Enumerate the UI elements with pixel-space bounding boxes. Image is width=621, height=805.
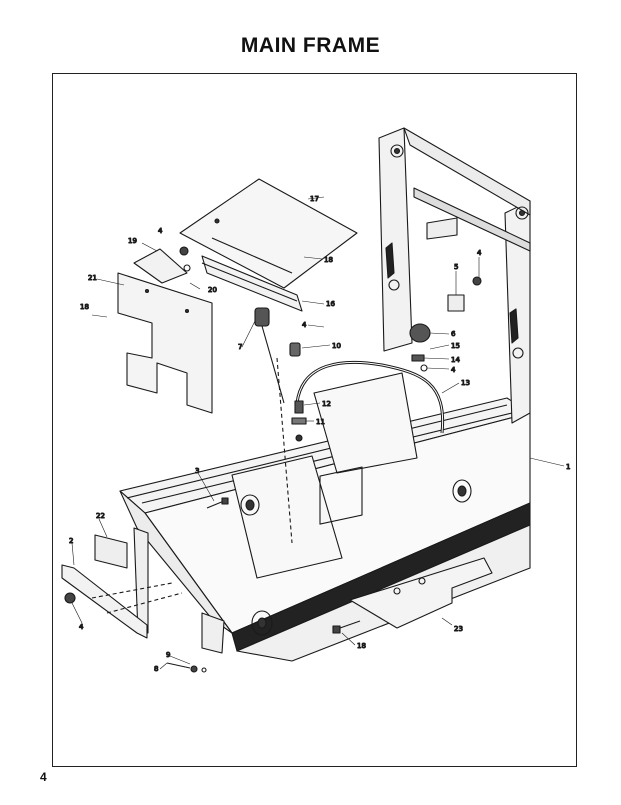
leader-lines bbox=[71, 196, 565, 670]
small-bracket bbox=[133, 246, 191, 284]
callout-2: 2 bbox=[69, 537, 73, 545]
callout-23: 23 bbox=[454, 625, 463, 633]
callout-17: 17 bbox=[310, 195, 319, 203]
callout-13: 13 bbox=[461, 379, 470, 387]
callout-8: 8 bbox=[154, 665, 158, 673]
hose bbox=[295, 360, 445, 434]
callout-20: 20 bbox=[208, 286, 217, 294]
bracket bbox=[201, 255, 303, 312]
callout-5: 5 bbox=[454, 263, 458, 271]
callout-11: 11 bbox=[316, 418, 325, 426]
valve-parts bbox=[409, 276, 482, 372]
callout-labels: 1 2 3 4 5 6 7 8 9 10 11 12 13 14 15 16 1… bbox=[68, 194, 571, 673]
dipstick-assembly bbox=[254, 307, 301, 544]
callout-9: 9 bbox=[166, 651, 170, 659]
side-plate bbox=[117, 272, 213, 414]
bolt-washer bbox=[166, 662, 207, 673]
callout-1: 1 bbox=[566, 463, 570, 471]
callout-18-bottom: 18 bbox=[357, 642, 366, 650]
bolt bbox=[206, 497, 229, 509]
callout-21: 21 bbox=[88, 274, 97, 282]
left-plate bbox=[61, 534, 183, 639]
callout-4: 4 bbox=[79, 623, 84, 631]
fitting bbox=[291, 400, 307, 442]
callout-18-top: 18 bbox=[324, 256, 333, 264]
page-title: MAIN FRAME bbox=[240, 34, 381, 57]
callout-14: 14 bbox=[451, 356, 460, 364]
callout-15: 15 bbox=[451, 342, 460, 350]
page-number: 4 bbox=[40, 770, 47, 784]
main-frame-body bbox=[119, 372, 531, 662]
cover-plate bbox=[179, 178, 358, 289]
callout-12: 12 bbox=[322, 400, 331, 408]
base-plate bbox=[332, 557, 493, 634]
callout-3: 3 bbox=[195, 467, 199, 475]
callout-6: 6 bbox=[451, 330, 456, 338]
callout-4-valve: 4 bbox=[451, 366, 456, 374]
diagram-frame bbox=[52, 73, 577, 767]
callout-19: 19 bbox=[128, 237, 137, 245]
callout-4-top: 4 bbox=[158, 227, 163, 235]
callout-4-right: 4 bbox=[477, 249, 482, 257]
callout-16: 16 bbox=[326, 300, 335, 308]
mast-assembly bbox=[378, 127, 531, 424]
callout-4-mid: 4 bbox=[302, 321, 307, 329]
callout-10: 10 bbox=[332, 342, 341, 350]
callout-7: 7 bbox=[238, 343, 242, 351]
callout-22: 22 bbox=[96, 512, 105, 520]
exploded-parts-diagram: 1 2 3 4 5 6 7 8 9 10 11 12 13 14 15 16 1… bbox=[61, 127, 571, 674]
callout-18-left: 18 bbox=[80, 303, 89, 311]
